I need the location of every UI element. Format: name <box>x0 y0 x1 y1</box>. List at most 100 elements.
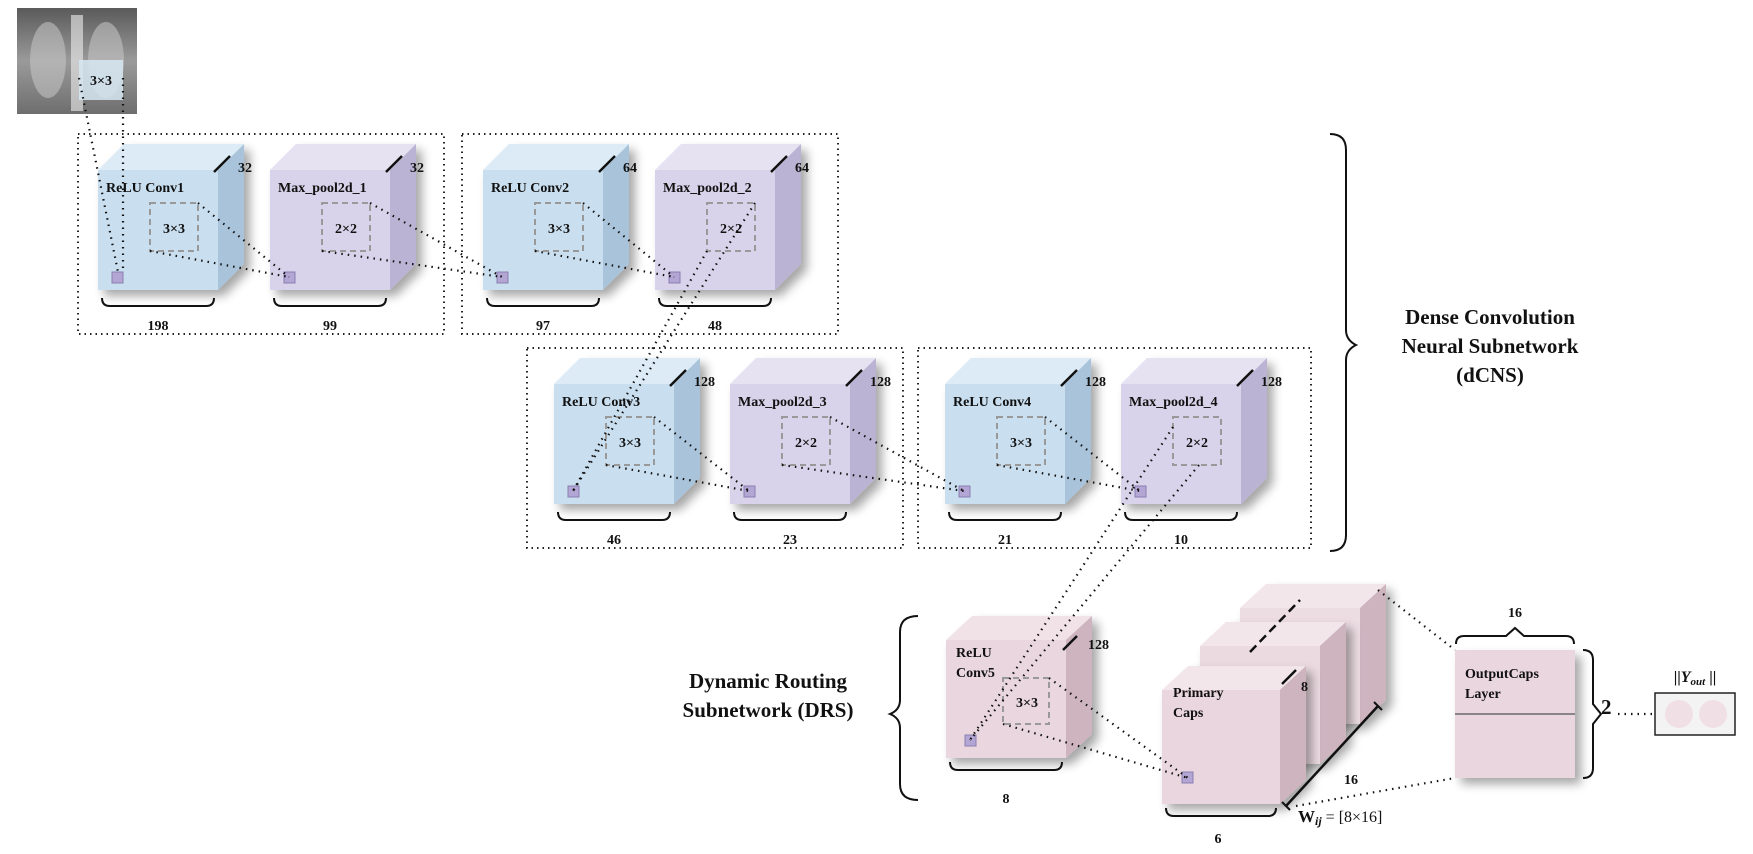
pool4-depth-tick <box>1236 369 1254 387</box>
drs-brace <box>887 615 919 801</box>
conv5-label-line1: ReLU <box>956 646 992 661</box>
dcns-title-line2: Neural Subnetwork <box>1401 334 1579 358</box>
pool3-kernel-label: 2×2 <box>795 436 817 451</box>
drs-section-title: Dynamic Routing Subnetwork (DRS) <box>660 667 876 725</box>
conv4-kernel-label: 3×3 <box>1010 436 1032 451</box>
pool4-side-face <box>1241 358 1267 504</box>
drs-title-line1: Dynamic Routing <box>688 669 848 693</box>
pool4-kernel-box <box>1172 416 1222 466</box>
conn-pool2-to-conv3-b <box>572 250 708 492</box>
conn-pool4-to-conv5-b <box>969 464 1200 741</box>
pool1-top-face <box>270 144 416 170</box>
conv4-top-face <box>945 358 1091 384</box>
output-node-1 <box>1665 700 1693 728</box>
output-caps-side-label: 2 <box>1601 695 1612 719</box>
conv4-width-label: 21 <box>998 533 1012 548</box>
conv5-side-face <box>1066 616 1092 758</box>
pool3-side-face <box>850 358 876 504</box>
conn-conv3-to-pool3-b <box>605 463 750 493</box>
conv1-width-brace <box>101 297 215 307</box>
pool2-width-label: 48 <box>708 319 722 334</box>
blocks-layer: ReLU Conv13×332198Max_pool2d_12×23299ReL… <box>98 144 1282 548</box>
conv2-kernel-label: 3×3 <box>548 222 570 237</box>
pool3-kernel-box <box>781 416 831 466</box>
pool1-cube <box>270 144 416 290</box>
conv2-cube <box>483 144 629 290</box>
input-kernel-window <box>79 60 123 100</box>
pool3-width-label: 23 <box>783 533 797 548</box>
group-frame-1 <box>77 133 445 335</box>
conv2-kernel-box <box>534 202 584 252</box>
input-kernel-label: 3×3 <box>90 74 112 89</box>
pool3-label: Max_pool2d_3 <box>738 395 827 410</box>
conv4-kernel-box <box>996 416 1046 466</box>
output-caps-side-brace <box>1582 649 1603 779</box>
pool2-cell <box>668 271 681 284</box>
conv5-top-face <box>946 616 1092 640</box>
primary-caps-width-brace <box>1165 807 1277 817</box>
conv2-label: ReLU Conv2 <box>491 181 569 196</box>
conv1-cube <box>98 144 244 290</box>
pool1-width-brace <box>273 297 387 307</box>
output-caps-top-label: 16 <box>1508 606 1522 621</box>
weight-matrix-label: Wij = [8×16] <box>1298 807 1382 828</box>
output-node-2 <box>1699 700 1727 728</box>
conv4-cell <box>958 485 971 498</box>
primary-caps-label-line1: Primary <box>1173 686 1224 701</box>
conv1-cell <box>111 271 124 284</box>
primary-caps-count-line <box>1285 705 1379 807</box>
pool2-width-brace <box>658 297 772 307</box>
conv3-kernel-label: 3×3 <box>619 436 641 451</box>
conv2-top-face <box>483 144 629 170</box>
dcns-title-line3: (dCNS) <box>1456 363 1524 387</box>
conv5-width-brace <box>949 761 1063 771</box>
conv2-depth-label: 64 <box>623 161 637 176</box>
conv3-depth-label: 128 <box>694 375 715 390</box>
drs-title-line2: Subnetwork (DRS) <box>682 698 854 722</box>
conn-input-left <box>77 77 120 273</box>
output-caps-top-brace <box>1455 626 1575 645</box>
conv3-cube <box>554 358 700 504</box>
conn-primary-to-outputcaps-top <box>1377 589 1456 651</box>
conv2-depth-tick <box>598 155 616 173</box>
conn-conv3-to-pool3-a <box>653 416 750 492</box>
output-caps-label-line2: Layer <box>1465 687 1501 702</box>
conn-conv5-to-primary-a <box>1048 677 1189 779</box>
primary-caps-stack-dash <box>1249 599 1301 653</box>
pool4-kernel-label: 2×2 <box>1186 436 1208 451</box>
conn-pool2-to-conv3-a <box>572 202 756 492</box>
conn-conv2-to-pool2-b <box>534 249 675 279</box>
pool4-cell <box>1134 485 1147 498</box>
conv3-depth-tick <box>669 369 687 387</box>
conv2-width-brace <box>486 297 600 307</box>
pool4-depth-label: 128 <box>1261 375 1282 390</box>
conv3-width-label: 46 <box>607 533 621 548</box>
pool1-label: Max_pool2d_1 <box>278 181 367 196</box>
primary-caps-depth-tick <box>1281 669 1297 685</box>
pool3-depth-tick <box>845 369 863 387</box>
conv1-depth-tick <box>213 155 231 173</box>
conn-pool3-to-conv4-b <box>781 463 965 493</box>
conv2-width-label: 97 <box>536 319 550 334</box>
conv1-width-label: 198 <box>148 319 169 334</box>
conn-conv1-to-pool1-a <box>197 202 290 278</box>
conv2-block: ReLU Conv2 3×3 64 97 <box>483 144 637 334</box>
conv5-width-label: 8 <box>1003 792 1010 807</box>
output-label: ||Yout || <box>1674 669 1717 688</box>
pool4-label: Max_pool2d_4 <box>1129 395 1218 410</box>
pool4-top-face <box>1121 358 1267 384</box>
pool2-kernel-box <box>706 202 756 252</box>
conn-conv2-to-pool2-a <box>582 202 675 278</box>
conv3-side-face <box>674 358 700 504</box>
dcns-title-line1: Dense Convolution <box>1405 305 1575 329</box>
conv4-label: ReLU Conv4 <box>953 395 1031 410</box>
pool1-width-label: 99 <box>323 319 337 334</box>
conv1-kernel-label: 3×3 <box>163 222 185 237</box>
conv4-width-brace <box>948 511 1062 521</box>
dcns-brace <box>1329 133 1359 552</box>
pool1-depth-label: 32 <box>410 161 424 176</box>
primary-caps-depth-label: 8 <box>1301 680 1308 695</box>
